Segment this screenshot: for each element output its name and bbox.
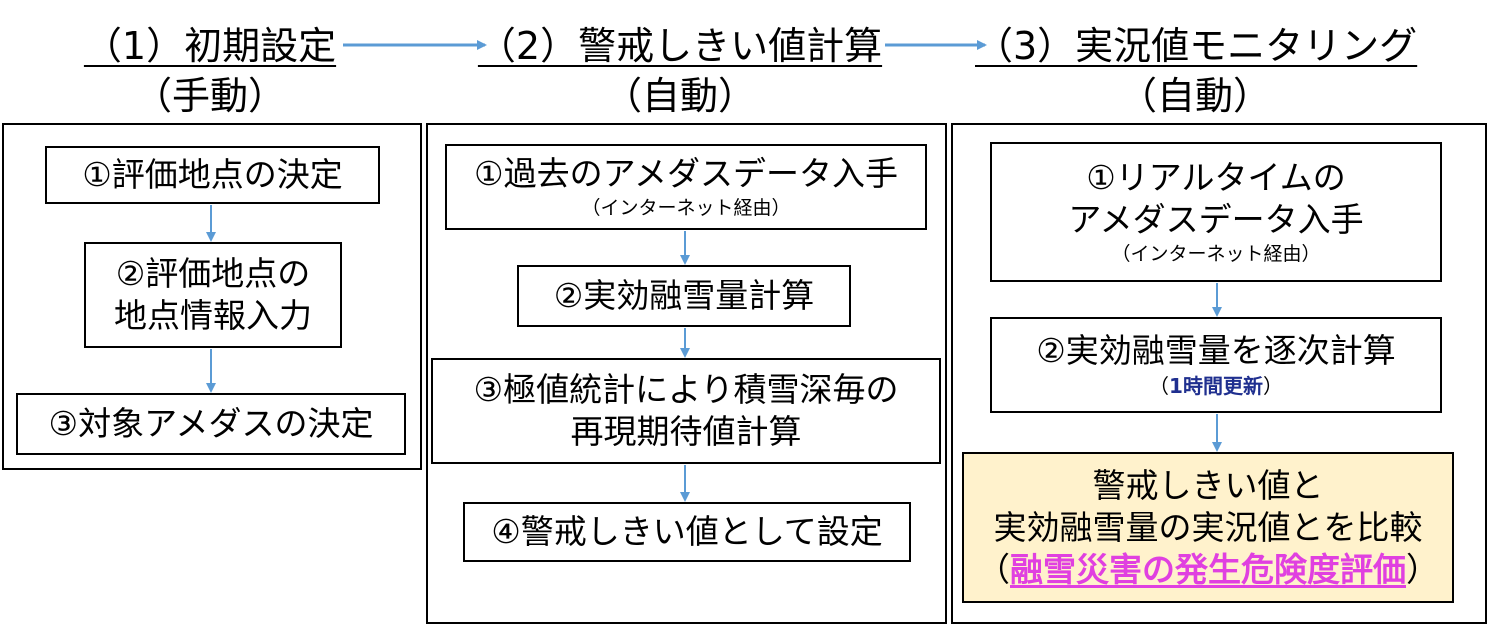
phase1-header: （1）初期設定 （手動）: [60, 24, 360, 118]
col3-step2-note-open: （: [1149, 374, 1170, 398]
col3-final-line1: 警戒しきい値と: [1092, 465, 1324, 505]
col2-step1-note: （インターネット経由）: [581, 197, 791, 219]
col1-step3-label: ③対象アメダスの決定: [48, 404, 374, 443]
col3-final-highlight: 融雪災害の発生危険度評価: [1010, 549, 1406, 589]
col2-step4-label: ④警戒しきい値として設定: [491, 512, 883, 551]
col3-step2-label: ②実効融雪量を逐次計算: [1036, 331, 1396, 370]
col3-final-box: 警戒しきい値と 実効融雪量の実況値とを比較 （融雪災害の発生危険度評価）: [962, 452, 1454, 603]
col3-step1-note: （インターネット経由）: [1111, 243, 1321, 265]
phase3-title: （3）実況値モニタリング: [975, 24, 1418, 68]
col3-final-close: ）: [1406, 549, 1439, 589]
phase2-title: （2）警戒しきい値計算: [477, 24, 883, 68]
phase3-header: （3）実況値モニタリング （自動）: [975, 24, 1418, 118]
col3-step2-note-row: （1時間更新）: [1149, 372, 1283, 400]
col2-step4-box: ④警戒しきい値として設定: [463, 502, 911, 562]
col2-step3-line2: 再現期待値計算: [570, 412, 802, 451]
phase2-header: （2）警戒しきい値計算 （自動）: [470, 24, 890, 118]
col3-final-line3: （融雪災害の発生危険度評価）: [977, 549, 1439, 591]
col2-step2-box: ②実効融雪量計算: [517, 265, 851, 327]
col3-step2-note-close: ）: [1262, 374, 1283, 398]
col3-step1-line1: ①リアルタイムの: [1086, 158, 1346, 197]
col2-step3-box: ③極値統計により積雪深毎の 再現期待値計算: [431, 358, 941, 464]
col2-step3-line1: ③極値統計により積雪深毎の: [473, 370, 899, 409]
col3-final-open: （: [977, 549, 1010, 589]
phase1-mode: （手動）: [133, 74, 286, 118]
col3-final-line2: 実効融雪量の実況値とを比較: [993, 507, 1423, 547]
col3-step1-line2: アメダスデータ入手: [1068, 200, 1364, 239]
col2-step1-label: ①過去のアメダスデータ入手: [474, 154, 898, 193]
col2-step1-box: ①過去のアメダスデータ入手 （インターネット経由）: [445, 144, 927, 230]
col1-step3-box: ③対象アメダスの決定: [16, 393, 406, 455]
col1-step2-line2: 地点情報入力: [114, 296, 312, 335]
col1-step2-line1: ②評価地点の: [115, 254, 311, 293]
col3-step1-box: ①リアルタイムの アメダスデータ入手 （インターネット経由）: [990, 142, 1442, 282]
col1-step1-label: ①評価地点の決定: [82, 155, 343, 194]
phase1-title: （1）初期設定: [83, 24, 337, 68]
col2-step2-label: ②実効融雪量計算: [553, 276, 815, 315]
col3-step2-box: ②実効融雪量を逐次計算 （1時間更新）: [990, 317, 1442, 413]
phase2-mode: （自動）: [603, 74, 756, 118]
phase3-mode: （自動）: [1118, 74, 1271, 118]
col1-step1-box: ①評価地点の決定: [45, 146, 380, 204]
col3-step2-note: 1時間更新: [1169, 374, 1263, 398]
col1-step2-box: ②評価地点の 地点情報入力: [84, 242, 342, 348]
